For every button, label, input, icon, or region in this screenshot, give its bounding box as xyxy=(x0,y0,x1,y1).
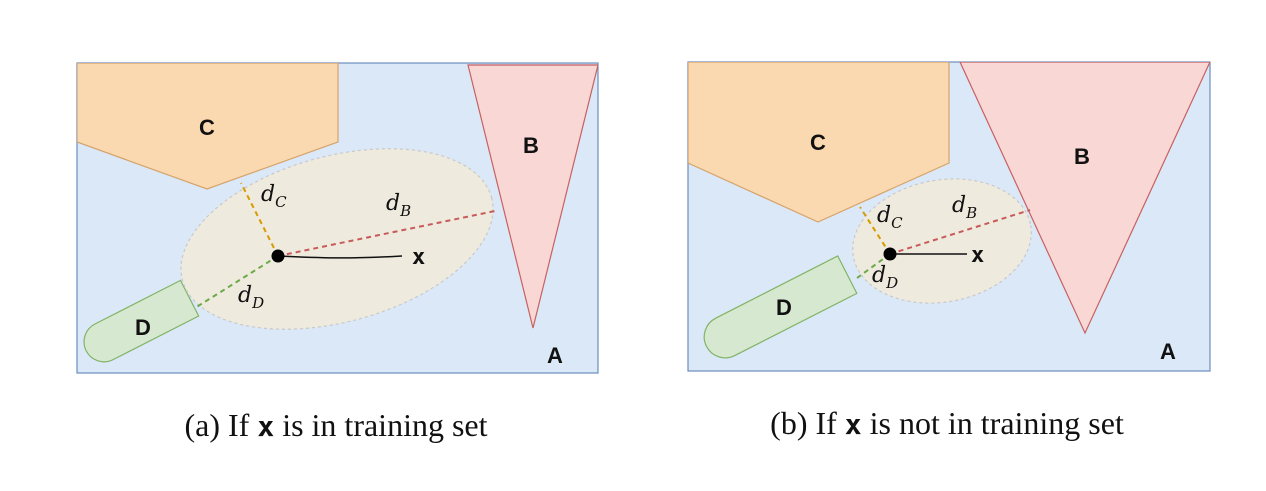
label-b: B xyxy=(523,133,539,158)
distance-line-d xyxy=(194,255,279,309)
distance-line-c xyxy=(240,182,279,257)
label-d: D xyxy=(776,295,792,320)
region-b-triangle xyxy=(467,64,598,329)
sample-point xyxy=(883,247,897,261)
distance-label-c: dC xyxy=(261,182,287,211)
distance-line-c xyxy=(859,206,891,255)
neighborhood-ellipse xyxy=(180,148,494,330)
region-b-triangle xyxy=(959,62,1210,335)
region-d-capsule xyxy=(83,279,200,363)
distance-line-b xyxy=(889,209,1031,255)
caption-b: (b) If x is not in training set xyxy=(770,405,1124,441)
panel-b: C B D A dC dB dD x xyxy=(687,61,1211,372)
x-path xyxy=(277,255,403,259)
distance-label-d: dD xyxy=(872,263,898,292)
sample-point xyxy=(271,249,285,263)
label-d: D xyxy=(135,315,151,340)
panel-a: C B D A dC dB dD x xyxy=(76,62,599,374)
distance-line-d xyxy=(856,253,891,279)
region-c-pentagon xyxy=(77,63,339,190)
x-label: x xyxy=(412,245,425,270)
label-a: A xyxy=(1160,339,1176,364)
label-c: C xyxy=(199,115,215,140)
neighborhood-ellipse xyxy=(852,178,1032,304)
label-b: B xyxy=(1074,144,1090,169)
x-label: x xyxy=(971,243,984,268)
distance-label-b: dB xyxy=(952,193,977,222)
distance-label-c: dC xyxy=(877,203,903,232)
region-c-pentagon xyxy=(688,62,950,223)
label-c: C xyxy=(810,130,826,155)
distance-label-b: dB xyxy=(386,191,411,220)
distance-label-d: dD xyxy=(238,283,264,312)
label-a: A xyxy=(547,343,563,368)
caption-a: (a) If x is in training set xyxy=(185,407,488,443)
region-d-capsule xyxy=(703,255,858,359)
distance-line-b xyxy=(277,210,496,257)
